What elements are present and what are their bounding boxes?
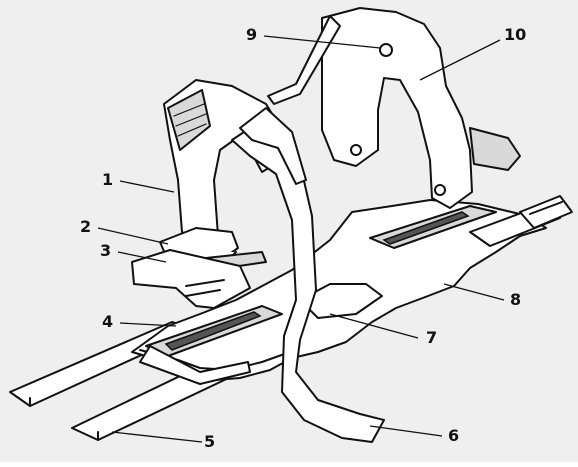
central-strap xyxy=(231,107,385,443)
callout-7: 7 xyxy=(426,328,438,347)
toe-strap-buckle xyxy=(469,195,573,247)
callout-5: 5 xyxy=(204,432,216,451)
callout-1: 1 xyxy=(102,170,114,189)
front-rail xyxy=(369,205,497,249)
callout-6: 6 xyxy=(448,426,460,445)
callout-3: 3 xyxy=(100,241,112,260)
rear-rail xyxy=(139,305,283,385)
front-arch xyxy=(321,7,521,209)
callout-4: 4 xyxy=(102,312,114,331)
heel-pad xyxy=(299,283,383,319)
rear-knob-ratchet xyxy=(131,227,267,309)
front-ankle-strap xyxy=(267,15,341,105)
callout-8: 8 xyxy=(510,290,522,309)
callout-10: 10 xyxy=(504,25,527,44)
callout-2: 2 xyxy=(80,217,92,236)
callout-9: 9 xyxy=(246,25,258,44)
leader-lines xyxy=(97,35,505,443)
